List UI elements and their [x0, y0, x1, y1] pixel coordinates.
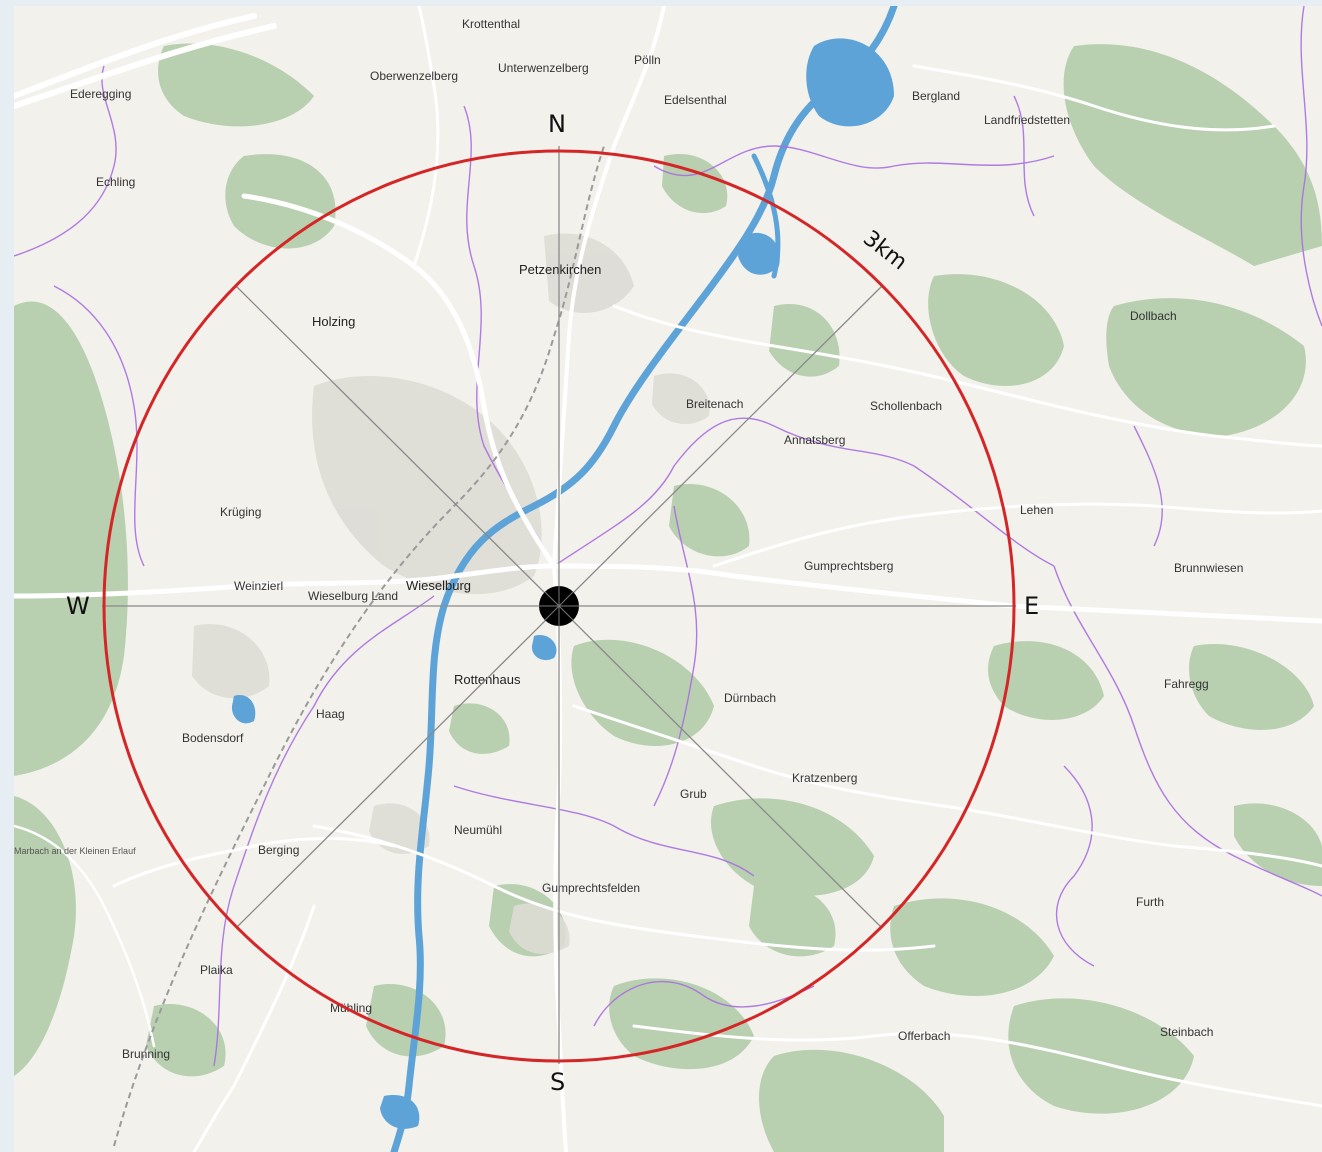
- place-label: Wieselburg Land: [308, 589, 398, 603]
- place-label: Weinzierl: [234, 579, 283, 593]
- place-label: Fahregg: [1164, 677, 1209, 691]
- place-label: Gumprechtsfelden: [542, 881, 640, 895]
- place-label: Berging: [258, 843, 299, 857]
- place-label: Rottenhaus: [454, 672, 521, 687]
- place-label: Annatsberg: [784, 433, 845, 447]
- place-label: Dürnbach: [724, 691, 776, 705]
- place-label: Landfriedstetten: [984, 113, 1070, 127]
- compass-east: E: [1024, 592, 1039, 620]
- place-labels: Krottenthal Pölln Oberwenzelberg Unterwe…: [14, 17, 1243, 1061]
- railway: [113, 145, 605, 1147]
- place-label: Offerbach: [898, 1029, 950, 1043]
- place-label: Dollbach: [1130, 309, 1177, 323]
- map-canvas[interactable]: Krottenthal Pölln Oberwenzelberg Unterwe…: [14, 6, 1322, 1152]
- compass-west: W: [66, 592, 90, 620]
- place-label: Brunning: [122, 1047, 170, 1061]
- place-label: Bergland: [912, 89, 960, 103]
- place-label: Plaika: [200, 963, 233, 977]
- forest-areas: [14, 43, 1322, 1152]
- roads: [14, 6, 1322, 1152]
- place-label: Haag: [316, 707, 345, 721]
- place-label: Kratzenberg: [792, 771, 857, 785]
- place-label: Gumprechtsberg: [804, 559, 893, 573]
- place-label: Holzing: [312, 314, 355, 329]
- compass-south: S: [550, 1068, 565, 1096]
- place-label: Krüging: [220, 505, 261, 519]
- place-label: Pölln: [634, 53, 661, 67]
- boundaries: [14, 6, 1322, 1067]
- place-label: Petzenkirchen: [519, 262, 601, 277]
- lakes: [231, 38, 894, 1129]
- place-label: Echling: [96, 175, 135, 189]
- place-label: Schollenbach: [870, 399, 942, 413]
- place-label: Furth: [1136, 895, 1164, 909]
- place-label: Neumühl: [454, 823, 502, 837]
- place-label: Edelsenthal: [664, 93, 727, 107]
- place-label: Ederegging: [70, 87, 131, 101]
- place-label: Bodensdorf: [182, 731, 244, 745]
- place-label: Oberwenzelberg: [370, 69, 458, 83]
- place-label: Breitenach: [686, 397, 743, 411]
- place-label: Krottenthal: [462, 17, 520, 31]
- radius-ring: [102, 149, 1016, 1063]
- compass-north: N: [548, 110, 566, 138]
- place-label: Grub: [680, 787, 707, 801]
- center-marker[interactable]: [539, 586, 579, 626]
- place-label: Unterwenzelberg: [498, 61, 589, 75]
- place-label: Lehen: [1020, 503, 1053, 517]
- place-label: Marbach an der Kleinen Erlauf: [14, 846, 136, 856]
- place-label: Brunnwiesen: [1174, 561, 1243, 575]
- place-label: Wieselburg: [406, 578, 471, 593]
- place-label: Steinbach: [1160, 1025, 1213, 1039]
